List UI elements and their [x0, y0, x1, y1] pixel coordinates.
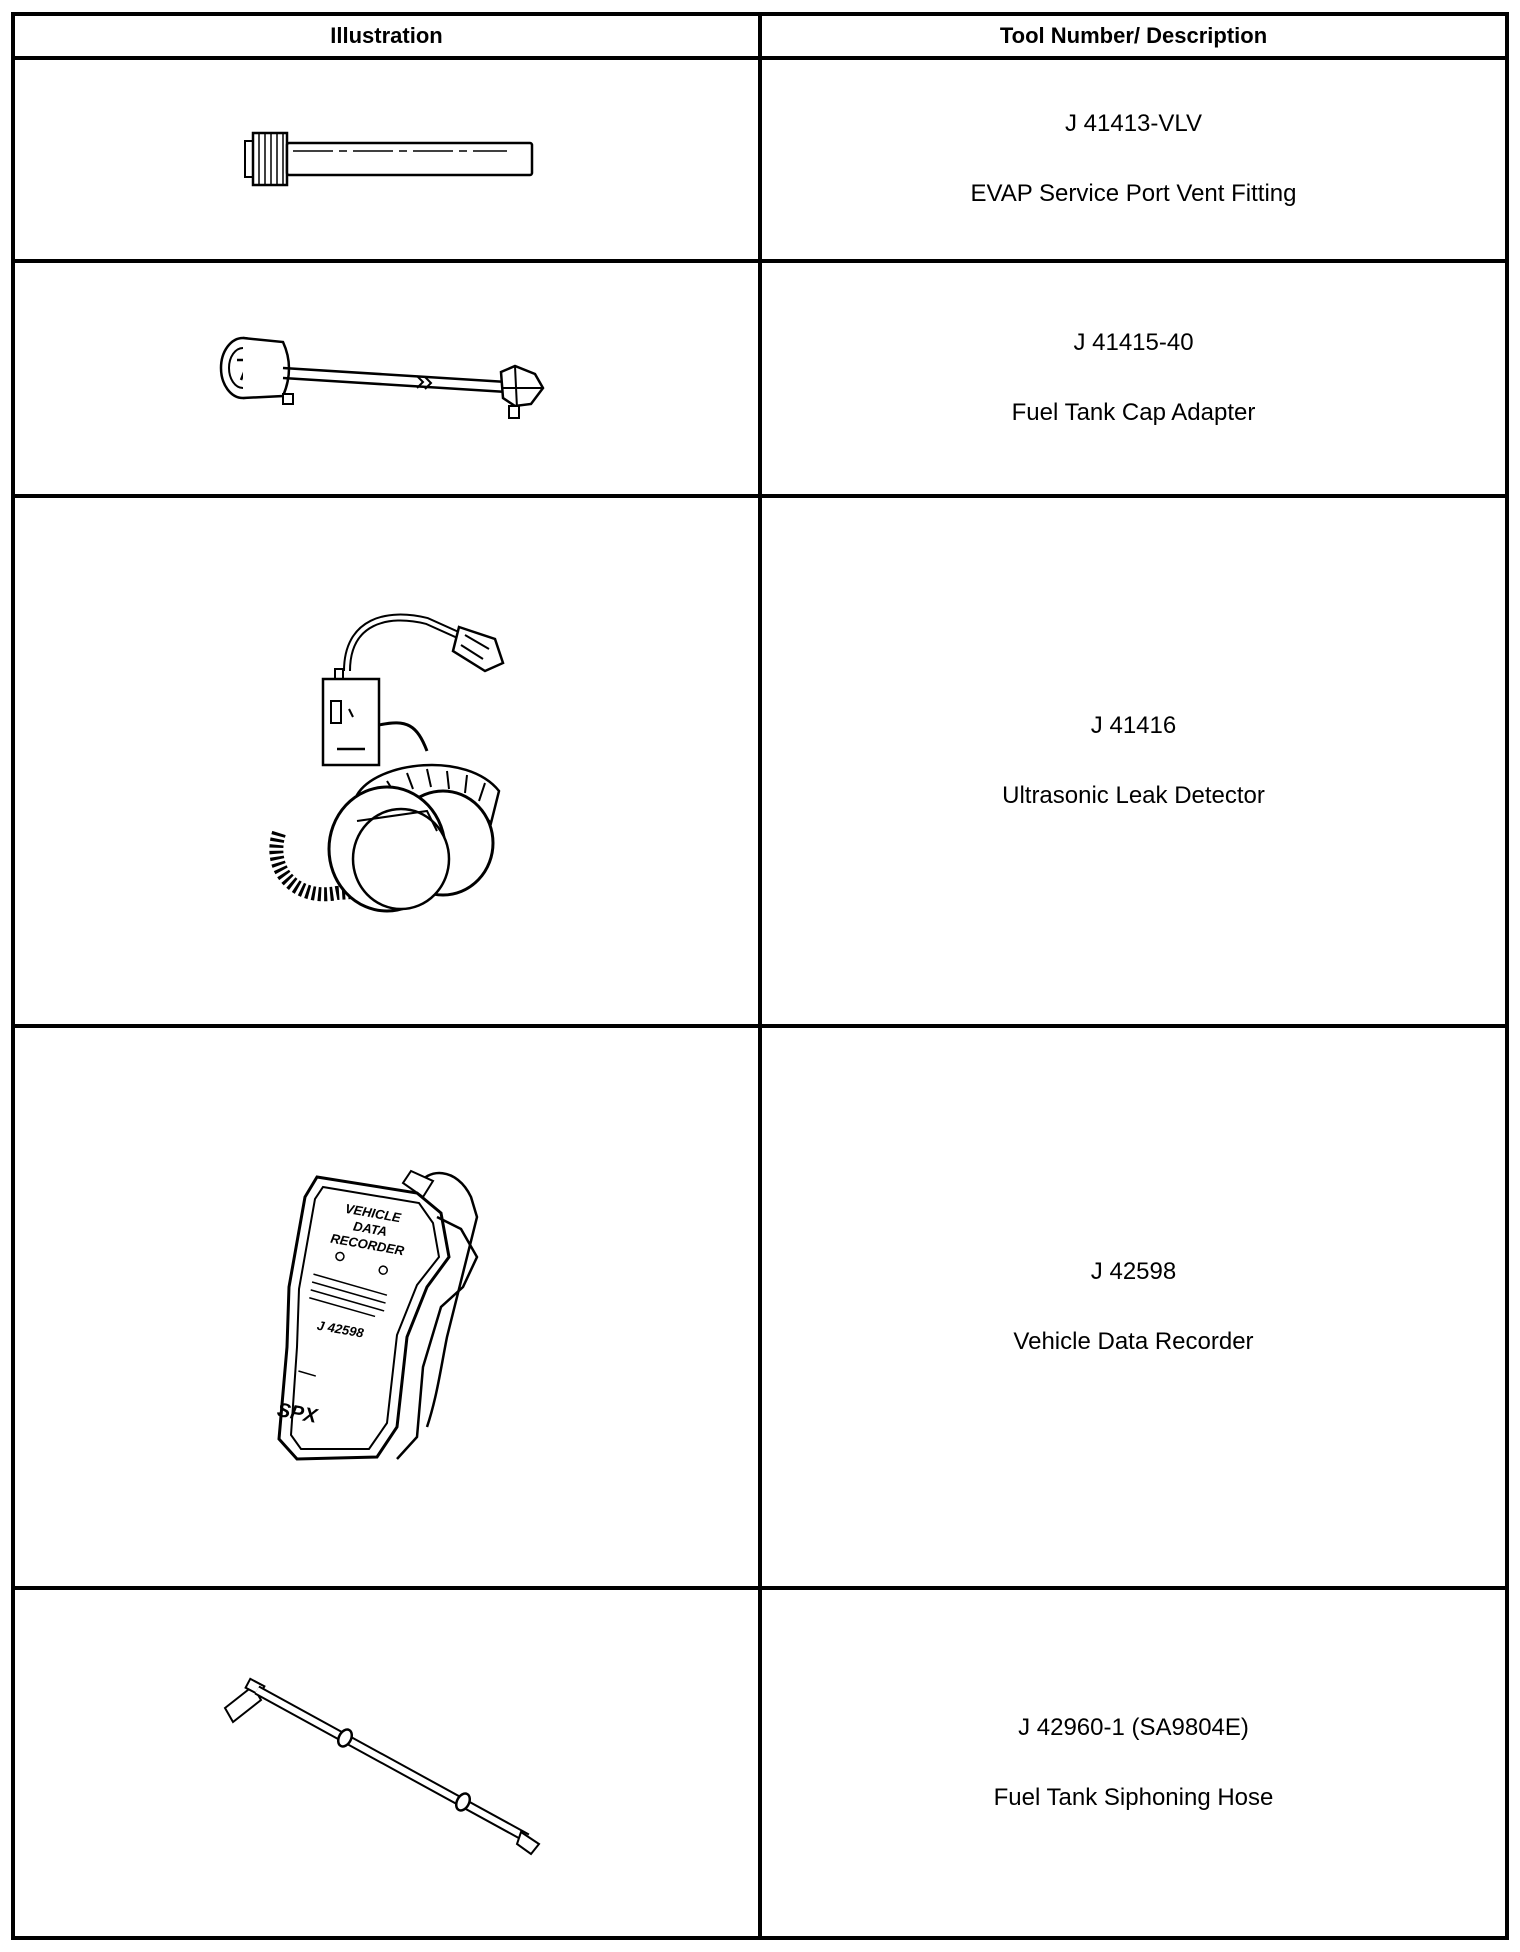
device-label: DATA — [352, 1218, 388, 1239]
header-illustration: Illustration — [11, 12, 762, 60]
tool-number: J 42598 — [1090, 1257, 1177, 1285]
description-cell: J 41413-VLV EVAP Service Port Vent Fitti… — [758, 56, 1509, 263]
table-row: VEHICLE DATA RECORDER J 42598 SPX — [11, 1023, 1509, 1591]
illustration-cell — [11, 56, 762, 263]
siphoning-hose-icon — [223, 1677, 540, 1856]
tool-number: J 41413-VLV — [1065, 110, 1202, 138]
tool-number: J 41415-40 — [1073, 329, 1194, 357]
description-cell: J 41415-40 Fuel Tank Cap Adapter — [758, 258, 1509, 499]
illustration-cell: VEHICLE DATA RECORDER J 42598 SPX — [11, 1023, 762, 1591]
vent-fitting-icon — [243, 132, 533, 187]
tool-table: Illustration Tool Number/ Description — [11, 12, 1509, 1940]
table-row: J 41415-40 Fuel Tank Cap Adapter — [11, 258, 1509, 499]
leak-detector-icon — [268, 613, 505, 913]
cap-adapter-icon — [219, 337, 544, 420]
tool-name: Fuel Tank Siphoning Hose — [993, 1784, 1274, 1812]
tool-name: Fuel Tank Cap Adapter — [1011, 399, 1256, 427]
tool-name: Ultrasonic Leak Detector — [1002, 781, 1265, 809]
header-row: Illustration Tool Number/ Description — [11, 12, 1509, 60]
tool-number: J 42960-1 (SA9804E) — [1018, 1714, 1249, 1742]
header-description: Tool Number/ Description — [758, 12, 1509, 60]
table-row: J 41416 Ultrasonic Leak Detector — [11, 494, 1509, 1028]
tool-name: Vehicle Data Recorder — [1013, 1327, 1254, 1355]
illustration-cell — [11, 258, 762, 499]
description-cell: J 42960-1 (SA9804E) Fuel Tank Siphoning … — [758, 1586, 1509, 1940]
description-cell: J 42598 Vehicle Data Recorder — [758, 1023, 1509, 1591]
data-recorder-icon: VEHICLE DATA RECORDER J 42598 SPX — [275, 1169, 478, 1461]
table-row: J 42960-1 (SA9804E) Fuel Tank Siphoning … — [11, 1586, 1509, 1940]
tool-number: J 41416 — [1090, 711, 1177, 739]
description-cell: J 41416 Ultrasonic Leak Detector — [758, 494, 1509, 1028]
tool-name: EVAP Service Port Vent Fitting — [970, 180, 1297, 208]
illustration-cell — [11, 1586, 762, 1940]
illustration-cell — [11, 494, 762, 1028]
table-row: J 41413-VLV EVAP Service Port Vent Fitti… — [11, 56, 1509, 263]
